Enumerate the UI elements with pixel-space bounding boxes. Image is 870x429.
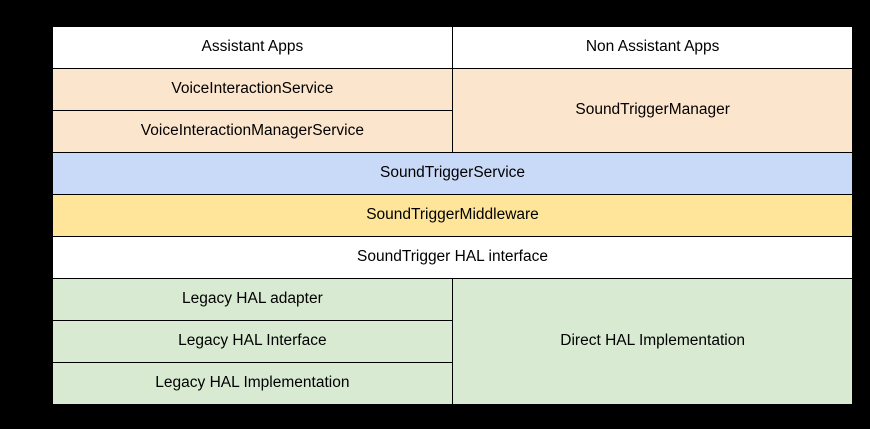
cell-legacy-hal-implementation: Legacy HAL Implementation <box>53 363 452 404</box>
cell-label: Non Assistant Apps <box>585 37 720 55</box>
cell-voice-interaction-service: VoiceInteractionService <box>53 69 452 110</box>
cell-legacy-hal-adapter: Legacy HAL adapter <box>53 279 452 320</box>
cell-label: SoundTrigger HAL interface <box>357 248 548 266</box>
cell-label: Direct HAL Implementation <box>560 332 745 350</box>
cell-sound-trigger-manager: SoundTriggerManager <box>453 69 852 152</box>
cell-label: Legacy HAL adapter <box>182 290 323 308</box>
cell-direct-hal-implementation: Direct HAL Implementation <box>453 279 852 404</box>
cell-label: SoundTriggerMiddleware <box>366 206 539 224</box>
cell-label: Assistant Apps <box>201 37 304 55</box>
cell-label: SoundTriggerManager <box>575 101 730 119</box>
cell-label: Legacy HAL Implementation <box>155 374 350 392</box>
cell-non-assistant-apps: Non Assistant Apps <box>453 27 852 68</box>
cell-sound-trigger-service: SoundTriggerService <box>53 153 852 194</box>
cell-label: SoundTriggerService <box>379 164 526 182</box>
cell-assistant-apps: Assistant Apps <box>53 27 452 68</box>
soundtrigger-stack-diagram: Assistant Apps Non Assistant Apps VoiceI… <box>52 26 853 405</box>
cell-sound-trigger-hal-interface: SoundTrigger HAL interface <box>53 237 852 278</box>
cell-legacy-hal-interface: Legacy HAL Interface <box>53 321 452 362</box>
cell-label: VoiceInteractionManagerService <box>140 122 364 140</box>
cell-label: VoiceInteractionService <box>171 80 334 98</box>
cell-sound-trigger-middleware: SoundTriggerMiddleware <box>53 195 852 236</box>
cell-voice-interaction-manager-service: VoiceInteractionManagerService <box>53 111 452 152</box>
cell-label: Legacy HAL Interface <box>178 332 327 350</box>
